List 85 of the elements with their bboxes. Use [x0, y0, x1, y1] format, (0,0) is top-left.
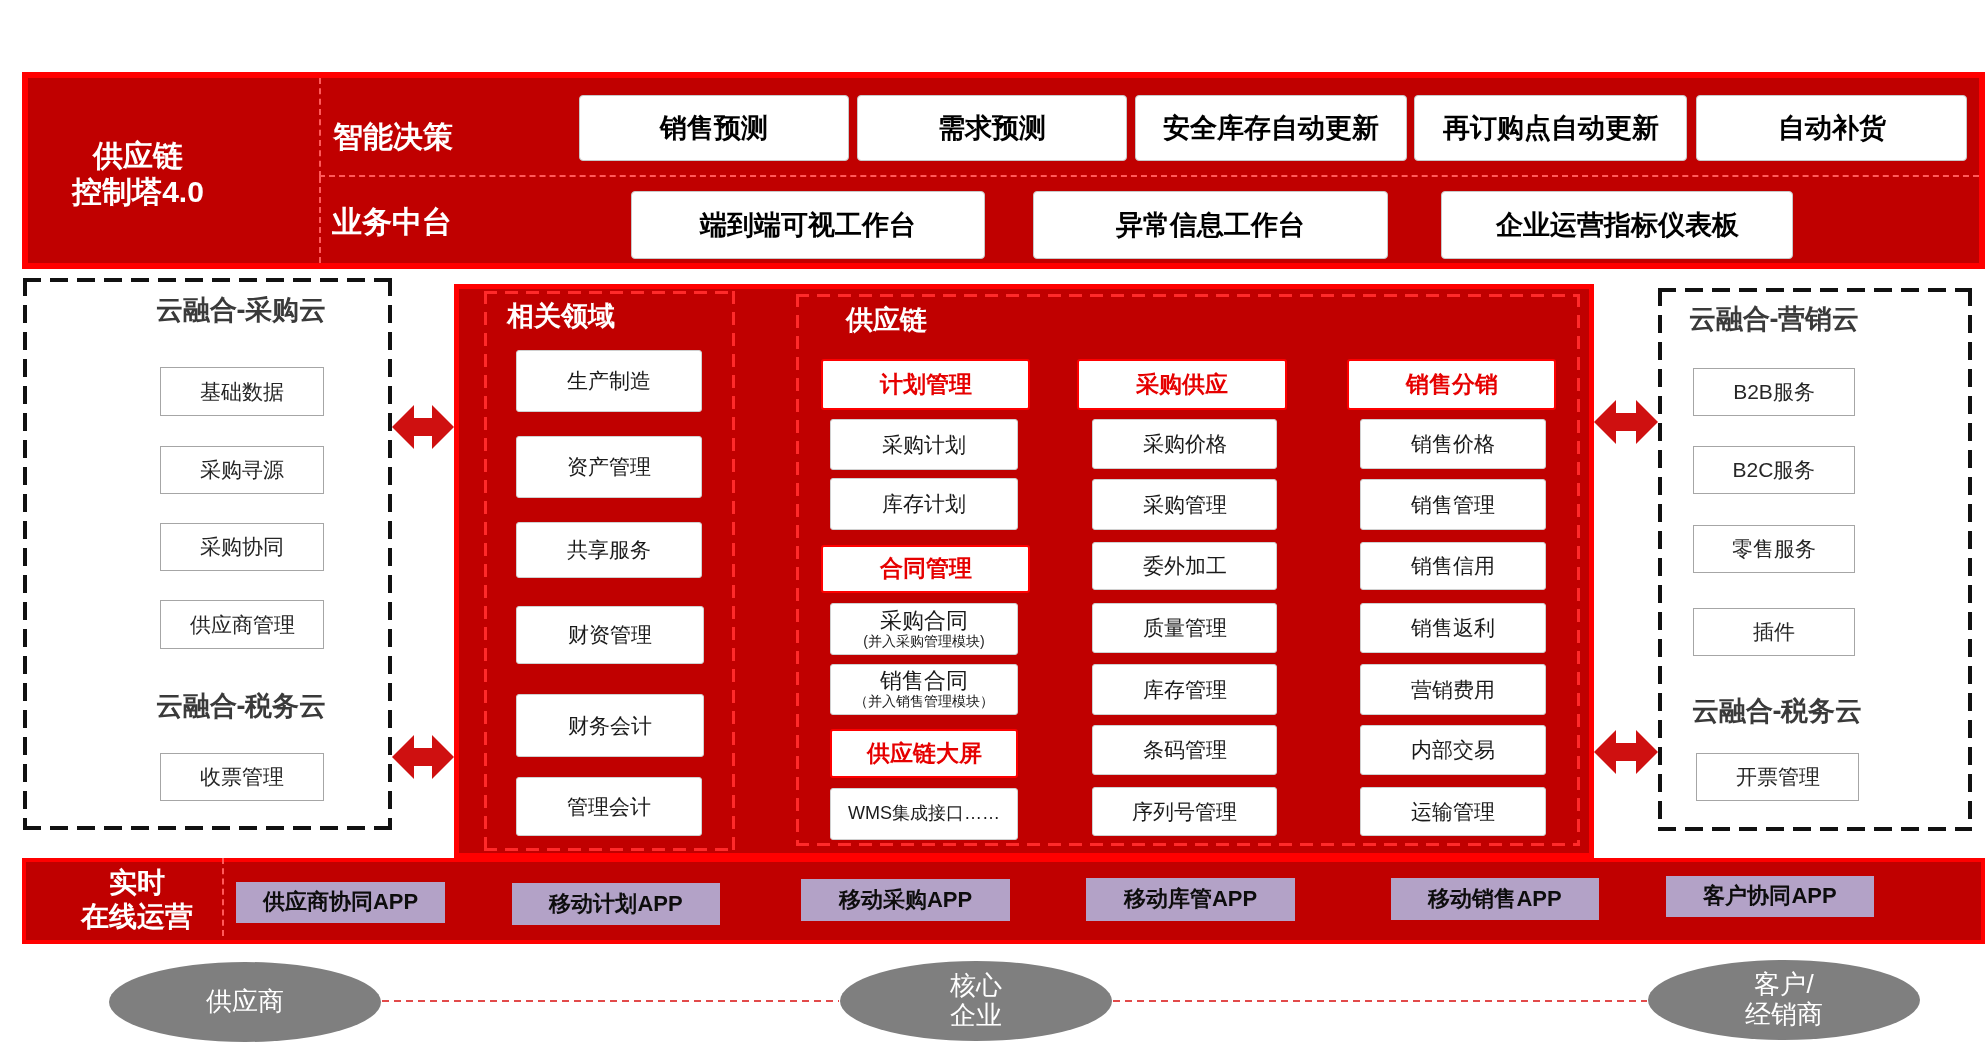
module-box: 销售返利 [1360, 603, 1546, 653]
module-box: 开票管理 [1696, 753, 1859, 801]
node-label: 客户/经销商 [1744, 970, 1824, 1030]
module-box: 采购协同 [160, 523, 324, 571]
module-box: 安全库存自动更新 [1135, 95, 1407, 161]
double-arrow [1594, 730, 1658, 774]
band-panel [22, 72, 1985, 269]
module-box: 销售预测 [579, 95, 849, 161]
panel-title: 实时在线运营 [79, 866, 194, 934]
region-heading: 相关领域 [507, 299, 615, 333]
module-box: 端到端可视工作台 [631, 191, 985, 259]
module-box: 营销费用 [1360, 664, 1546, 715]
module-box: 共享服务 [516, 522, 702, 578]
band-panel [22, 858, 1985, 944]
module-title: 采购合同 [880, 608, 968, 633]
module-box: 质量管理 [1092, 603, 1277, 653]
module-box: 采购寻源 [160, 446, 324, 494]
app-box: 移动库管APP [1086, 878, 1295, 921]
module-box: 采购管理 [1092, 479, 1277, 530]
node-label: 核心企业 [949, 971, 1003, 1031]
module-box: 销售管理 [1360, 479, 1546, 530]
module-box: 销售信用 [1360, 542, 1546, 590]
module-box: WMS集成接口…… [830, 788, 1018, 840]
group-heading: 云融合-采购云 [155, 293, 327, 327]
row-band [319, 78, 1979, 177]
category-box: 合同管理 [821, 545, 1030, 593]
module-box: 插件 [1693, 608, 1855, 656]
module-box: 需求预测 [857, 95, 1127, 161]
dashed-region [484, 291, 735, 851]
dashed-connector [381, 1000, 840, 1002]
module-box: 管理会计 [516, 777, 702, 836]
double-arrow [1594, 400, 1658, 444]
module-box: 基础数据 [160, 367, 324, 416]
dashed-group-frame [23, 278, 392, 830]
module-box: 条码管理 [1092, 725, 1277, 775]
module-box [830, 664, 1018, 715]
module-box: 内部交易 [1360, 725, 1546, 775]
module-box: 财资管理 [516, 606, 704, 664]
module-box: 财务会计 [516, 694, 704, 757]
module-box [830, 603, 1018, 655]
app-box: 移动销售APP [1391, 878, 1599, 920]
category-box: 计划管理 [821, 359, 1030, 410]
module-title: 销售合同 [880, 669, 968, 694]
dashed-group-frame [1658, 288, 1972, 831]
category-box: 销售分销 [1347, 359, 1556, 410]
module-box: 异常信息工作台 [1033, 191, 1388, 259]
double-arrow [392, 735, 454, 779]
module-box: 销售价格 [1360, 419, 1546, 469]
module-note: （并入销售管理模块） [854, 693, 994, 710]
module-box: 序列号管理 [1092, 787, 1277, 836]
group-heading: 云融合-营销云 [1688, 302, 1860, 336]
app-box: 移动计划APP [512, 883, 720, 925]
double-arrow [392, 405, 454, 449]
row-label: 业务中台 [332, 204, 452, 240]
category-box: 采购供应 [1077, 359, 1287, 410]
group-heading: 云融合-税务云 [155, 689, 327, 723]
module-box: B2B服务 [1693, 368, 1855, 416]
module-box: 企业运营指标仪表板 [1441, 191, 1793, 259]
category-box: 供应链大屏 [830, 729, 1018, 778]
app-box: 客户协同APP [1666, 876, 1874, 917]
region-heading: 供应链 [846, 303, 927, 337]
module-box: 收票管理 [160, 753, 324, 801]
module-box: 供应商管理 [160, 600, 324, 649]
core-panel [454, 284, 1594, 858]
module-box: B2C服务 [1693, 446, 1855, 494]
module-box: 采购计划 [830, 419, 1018, 470]
dashed-connector [1112, 1000, 1648, 1002]
module-box: 委外加工 [1092, 542, 1277, 590]
module-note: (并入采购管理模块) [863, 632, 985, 650]
group-heading: 云融合-税务云 [1691, 694, 1863, 728]
module-box: 生产制造 [516, 350, 702, 412]
module-box: 采购价格 [1092, 419, 1277, 469]
module-box: 零售服务 [1693, 525, 1855, 573]
dashed-region [796, 294, 1580, 846]
row-label: 智能决策 [333, 119, 453, 155]
module-box: 资产管理 [516, 436, 702, 498]
app-box: 供应商协同APP [236, 882, 445, 923]
module-box: 运输管理 [1360, 787, 1546, 836]
panel-title: 供应链控制塔4.0 [70, 138, 205, 210]
module-box: 再订购点自动更新 [1414, 95, 1687, 161]
module-box: 库存管理 [1092, 664, 1277, 715]
module-box: 自动补货 [1696, 95, 1967, 161]
node-label: 供应商 [206, 987, 284, 1017]
app-box: 移动采购APP [801, 879, 1010, 921]
module-box: 库存计划 [830, 478, 1018, 530]
